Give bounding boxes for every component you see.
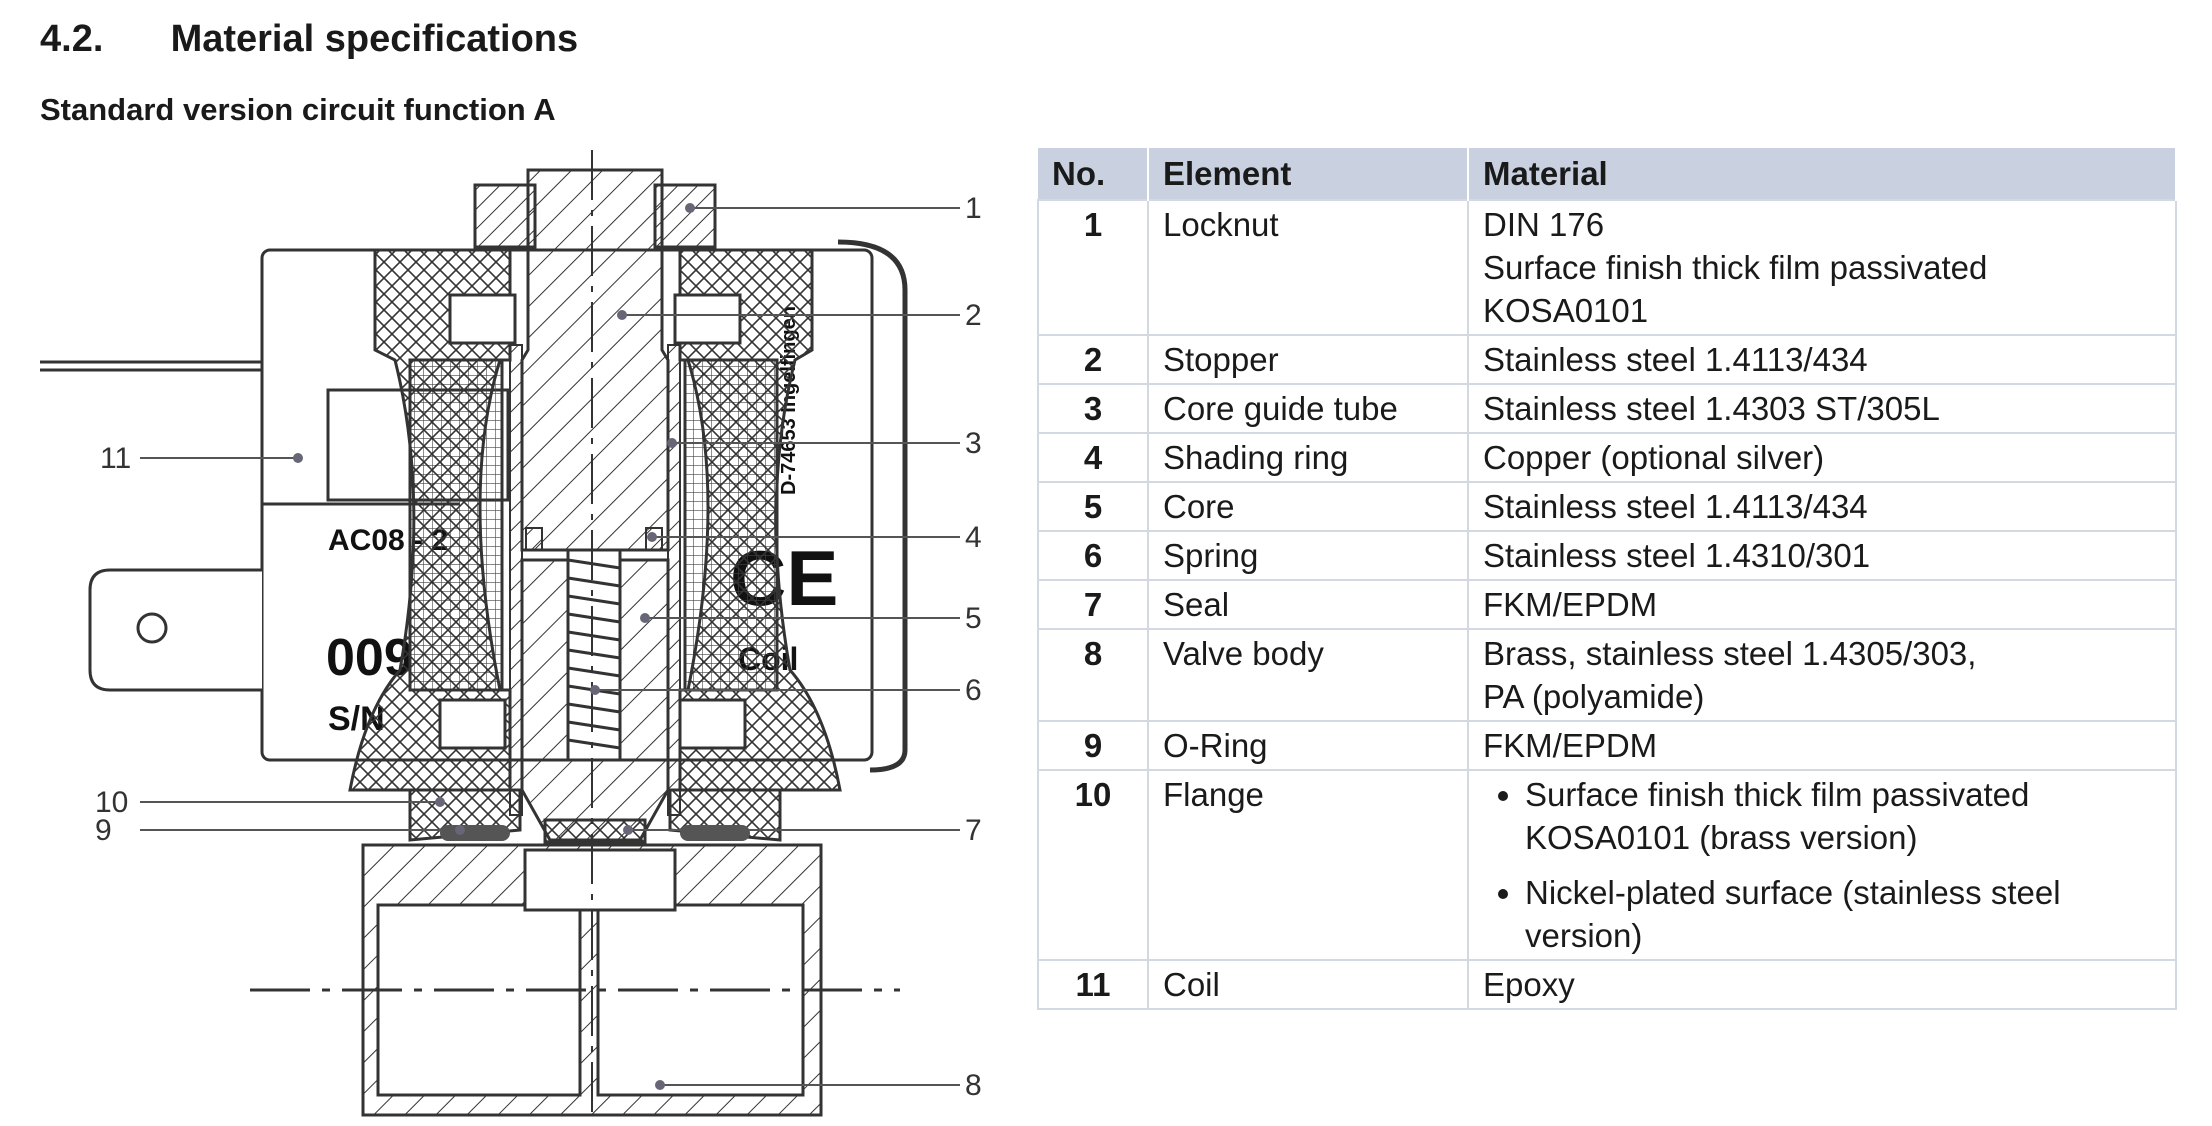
yoke-right [678,248,842,792]
row-element: Coil [1147,959,1468,1010]
row-no: 6 [1037,530,1148,580]
table-row: 4 Shading ring Copper (optional silver) [1037,432,2177,482]
material-line: Stainless steel 1.4303 ST/305L [1483,390,1940,427]
callout-10: 10 [95,786,128,819]
material-bullet: Surface finish thick film passivated KOS… [1525,773,2161,859]
table-row: 2 Stopper Stainless steel 1.4113/434 [1037,334,2177,384]
callout-7: 7 [965,814,982,847]
row-element: Valve body [1147,628,1468,721]
header-no: No. [1038,148,1149,200]
row-element: Stopper [1147,334,1468,384]
material-line: Brass, stainless steel 1.4305/303, [1483,635,1977,672]
yoke-left [348,248,512,792]
material-line: FKM/EPDM [1483,586,1658,623]
row-material: Stainless steel 1.4113/434 [1467,481,2177,531]
material-line: Stainless steel 1.4113/434 [1483,488,1868,525]
row-material: Stainless steel 1.4310/301 [1467,530,2177,580]
valve-body [250,150,900,1117]
valve-cross-section-drawing: AC08 - 2 009 S/N D-74653 Ingelfingen Coi… [40,150,982,1117]
header-material: Material [1468,148,2177,200]
table-row: 5 Core Stainless steel 1.4113/434 [1037,481,2177,531]
row-no: 11 [1037,959,1148,1010]
callout-4: 4 [965,521,982,554]
row-element: Flange [1147,769,1468,960]
section-heading: 4.2. Material specifications [40,18,578,61]
callout-9: 9 [95,814,112,847]
callout-11: 11 [100,442,131,475]
table-row: 8 Valve body Brass, stainless steel 1.43… [1037,628,2177,721]
row-no: 10 [1037,769,1148,960]
section-number: 4.2. [40,18,104,60]
row-element: Core guide tube [1147,383,1468,433]
table-header-row: No. Element Material [1038,148,2177,200]
section-title: Material specifications [170,18,579,60]
row-element: Seal [1147,579,1468,629]
table-row: 7 Seal FKM/EPDM [1037,579,2177,629]
row-no: 9 [1037,720,1148,770]
material-bullet: Nickel-plated surface (stainless steel v… [1525,871,2161,957]
row-element: Core [1147,481,1468,531]
material-bullet-list: Surface finish thick film passivated KOS… [1483,773,2161,957]
row-element: Shading ring [1147,432,1468,482]
row-material: Epoxy [1467,959,2177,1010]
shading-ring-left [525,527,543,551]
material-line: PA (polyamide) [1483,678,1705,715]
row-no: 5 [1037,481,1148,531]
header-element: Element [1148,148,1469,200]
table-row: 1 Locknut DIN 176 Surface finish thick f… [1037,199,2177,335]
row-no: 3 [1037,383,1148,433]
callout-group [140,203,960,1090]
material-line: Copper (optional silver) [1483,439,1825,476]
table-row: 3 Core guide tube Stainless steel 1.4303… [1037,383,2177,433]
row-material: Copper (optional silver) [1467,432,2177,482]
row-element: Locknut [1147,199,1468,335]
row-element: Spring [1147,530,1468,580]
callout-1: 1 [965,192,982,225]
material-line: Stainless steel 1.4113/434 [1483,341,1868,378]
row-no: 4 [1037,432,1148,482]
row-no: 1 [1037,199,1148,335]
row-material: FKM/EPDM [1467,720,2177,770]
stopper [520,168,670,552]
row-material: Stainless steel 1.4303 ST/305L [1467,383,2177,433]
table-row: 9 O-Ring FKM/EPDM [1037,720,2177,770]
row-element: O-Ring [1147,720,1468,770]
table-row: 6 Spring Stainless steel 1.4310/301 [1037,530,2177,580]
material-line: KOSA0101 [1483,292,1649,329]
row-material: FKM/EPDM [1467,579,2177,629]
material-line: FKM/EPDM [1483,727,1658,764]
row-material: Surface finish thick film passivated KOS… [1467,769,2177,960]
row-material: Stainless steel 1.4113/434 [1467,334,2177,384]
material-line: Stainless steel 1.4310/301 [1483,537,1871,574]
row-no: 7 [1037,579,1148,629]
material-line: DIN 176 [1483,206,1605,243]
table-row: 11 Coil Epoxy [1037,959,2177,1010]
o-ring-right [680,825,750,841]
row-no: 8 [1037,628,1148,721]
o-ring-left [440,825,510,841]
subheading: Standard version circuit function A [40,92,556,127]
callout-5: 5 [965,602,982,635]
row-material: Brass, stainless steel 1.4305/303, PA (p… [1467,628,2177,721]
material-line: Surface finish thick film passivated [1483,249,1988,286]
core-guide-tube-right [667,344,681,816]
locknut-right [653,183,717,249]
callout-3: 3 [965,427,982,460]
locknut-left [473,183,537,249]
row-no: 2 [1037,334,1148,384]
core-guide-tube-left [509,344,523,816]
row-material: DIN 176 Surface finish thick film passiv… [1467,199,2177,335]
callout-6: 6 [965,674,982,707]
table-row: 10 Flange Surface finish thick film pass… [1037,769,2177,960]
callout-2: 2 [965,299,982,332]
material-table: No. Element Material 1 Locknut DIN 176 S… [1037,148,2177,1010]
material-line: Epoxy [1483,966,1575,1003]
callout-8: 8 [965,1069,982,1102]
